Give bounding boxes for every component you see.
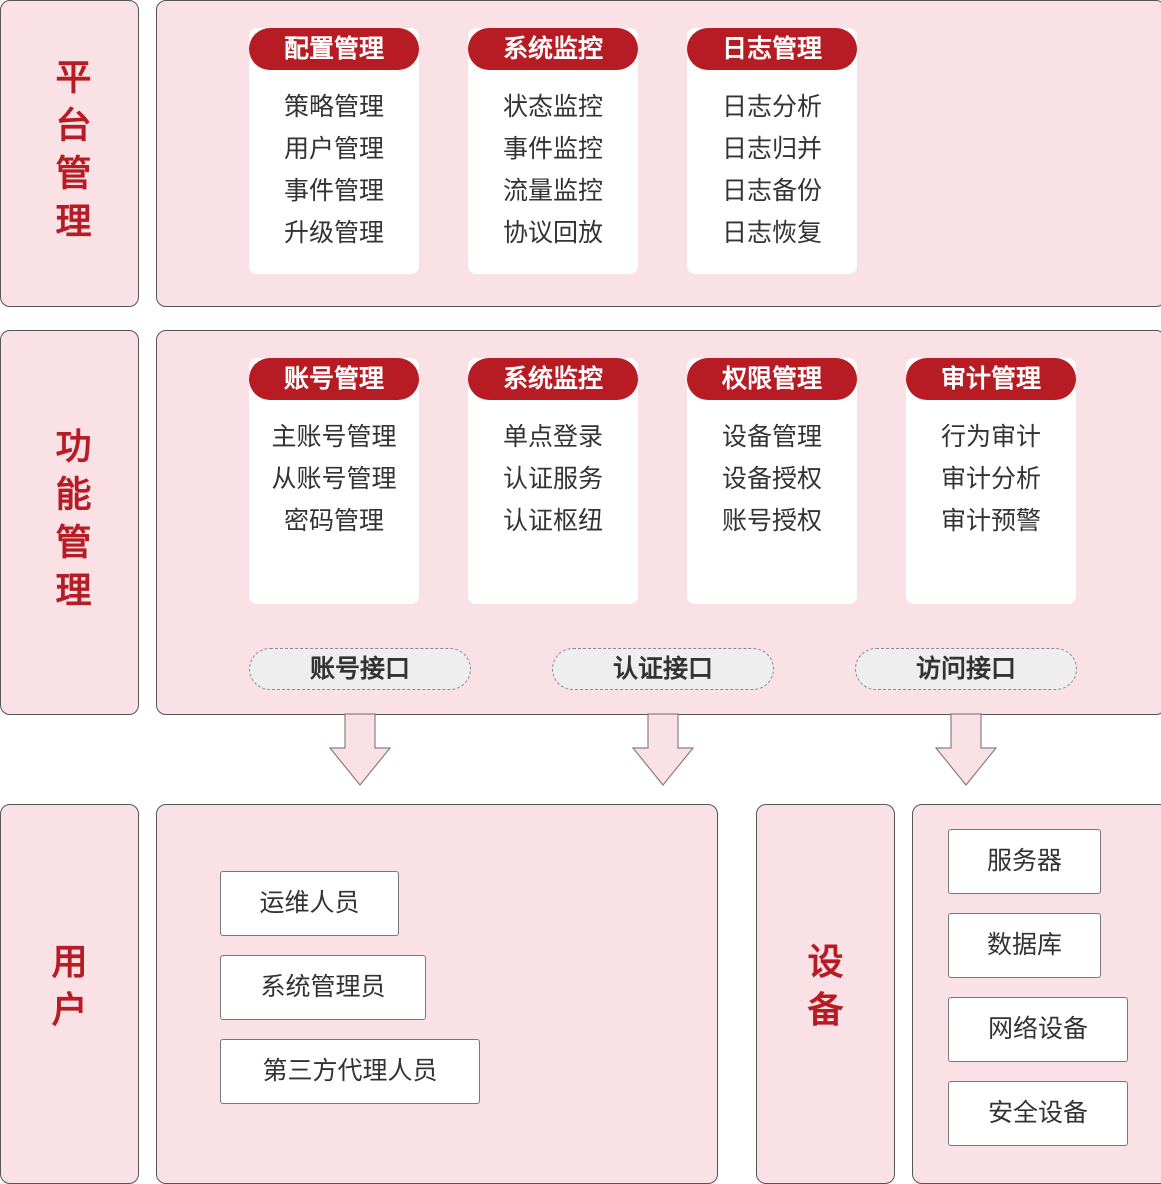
card-item: 升级管理 xyxy=(283,218,384,247)
device-item: 安全设备 xyxy=(948,1081,1128,1146)
card-item: 协议回放 xyxy=(502,218,603,247)
card-item: 审计分析 xyxy=(940,464,1041,493)
function-label-box xyxy=(0,330,139,715)
interface-pill: 账号接口 xyxy=(249,648,471,690)
card-items: 主账号管理从账号管理密码管理 xyxy=(249,400,419,542)
card-item: 认证枢纽 xyxy=(502,506,603,535)
card-item: 密码管理 xyxy=(283,506,384,535)
down-arrow-icon xyxy=(934,713,998,787)
interface-pill: 访问接口 xyxy=(855,648,1077,690)
card-items: 日志分析日志归并日志备份日志恢复 xyxy=(687,70,857,254)
card-header: 审计管理 xyxy=(906,358,1076,400)
interface-pill: 认证接口 xyxy=(552,648,774,690)
platform-label-box xyxy=(0,0,139,307)
card-item: 设备授权 xyxy=(721,464,822,493)
card-item: 账号授权 xyxy=(721,506,822,535)
card-item: 日志分析 xyxy=(721,92,822,121)
card-item: 流量监控 xyxy=(502,176,603,205)
card-item: 日志恢复 xyxy=(721,218,822,247)
card-item: 日志备份 xyxy=(721,176,822,205)
platform-card: 系统监控状态监控事件监控流量监控协议回放 xyxy=(468,28,638,274)
card-items: 状态监控事件监控流量监控协议回放 xyxy=(468,70,638,254)
devices-label: 设备 xyxy=(756,804,895,1170)
card-items: 单点登录认证服务认证枢纽 xyxy=(468,400,638,542)
card-header: 系统监控 xyxy=(468,28,638,70)
user-item: 运维人员 xyxy=(220,871,399,936)
card-item: 事件监控 xyxy=(502,134,603,163)
user-item: 系统管理员 xyxy=(220,955,426,1020)
function-card: 账号管理主账号管理从账号管理密码管理 xyxy=(249,358,419,604)
device-item: 服务器 xyxy=(948,829,1101,894)
device-item: 数据库 xyxy=(948,913,1101,978)
card-header: 账号管理 xyxy=(249,358,419,400)
card-item: 状态监控 xyxy=(502,92,603,121)
card-item: 单点登录 xyxy=(502,422,603,451)
card-items: 策略管理用户管理事件管理升级管理 xyxy=(249,70,419,254)
down-arrow-icon xyxy=(631,713,695,787)
card-items: 设备管理设备授权账号授权 xyxy=(687,400,857,542)
card-item: 认证服务 xyxy=(502,464,603,493)
platform-label-text: 平台管理 xyxy=(49,57,91,250)
card-item: 设备管理 xyxy=(721,422,822,451)
card-item: 策略管理 xyxy=(283,92,384,121)
down-arrow-icon xyxy=(328,713,392,787)
function-card: 审计管理行为审计审计分析审计预警 xyxy=(906,358,1076,604)
devices-label-box xyxy=(756,804,895,1184)
function-card: 系统监控单点登录认证服务认证枢纽 xyxy=(468,358,638,604)
card-header: 系统监控 xyxy=(468,358,638,400)
users-label-box xyxy=(0,804,139,1184)
card-items: 行为审计审计分析审计预警 xyxy=(906,400,1076,542)
platform-card: 配置管理策略管理用户管理事件管理升级管理 xyxy=(249,28,419,274)
card-item: 从账号管理 xyxy=(271,464,397,493)
user-item: 第三方代理人员 xyxy=(220,1039,480,1104)
card-item: 事件管理 xyxy=(283,176,384,205)
function-card: 权限管理设备管理设备授权账号授权 xyxy=(687,358,857,604)
dl-text: 设备 xyxy=(807,942,844,1031)
users-label: 用户 xyxy=(0,804,139,1170)
card-item: 日志归并 xyxy=(721,134,822,163)
card-header: 日志管理 xyxy=(687,28,857,70)
card-header: 权限管理 xyxy=(687,358,857,400)
ul-text: 用户 xyxy=(51,942,88,1031)
card-item: 行为审计 xyxy=(940,422,1041,451)
card-header: 配置管理 xyxy=(249,28,419,70)
device-item: 网络设备 xyxy=(948,997,1128,1062)
platform-card: 日志管理日志分析日志归并日志备份日志恢复 xyxy=(687,28,857,274)
card-item: 用户管理 xyxy=(283,134,384,163)
function-label-text: 功能管理 xyxy=(49,426,91,619)
function-label: 功能管理 xyxy=(0,330,139,715)
platform-label: 平台管理 xyxy=(0,0,139,307)
card-item: 主账号管理 xyxy=(271,422,397,451)
card-item: 审计预警 xyxy=(940,506,1041,535)
